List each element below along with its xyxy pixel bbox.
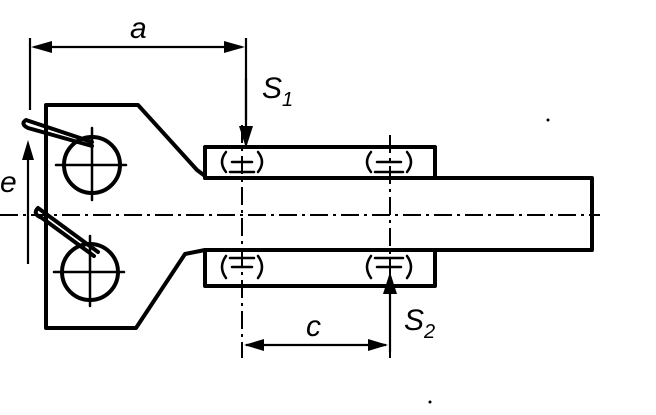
dimension-a-left-arrow (31, 41, 52, 53)
dimension-e-arrow (22, 140, 34, 160)
dimension-c-label: c (306, 310, 321, 343)
force-s1-arrow (239, 126, 253, 148)
upper-clamp-plate (203, 145, 437, 180)
force-s2-arrow (383, 272, 397, 294)
flange-plate (44, 103, 594, 330)
lower-wire-tie (33, 206, 100, 258)
dimension-a-label: a (130, 12, 147, 45)
force-s1-label: S1 (262, 72, 293, 111)
upper-wire-tie (21, 118, 94, 148)
lower-clamp-plate (203, 248, 437, 288)
speck (546, 118, 550, 122)
dimension-c-left-arrow (244, 339, 264, 351)
dimension-e-label: e (0, 166, 17, 199)
dimension-a-right-arrow (224, 41, 245, 53)
speck (428, 400, 432, 404)
dimension-c-right-arrow (368, 339, 388, 351)
force-s2-label: S2 (404, 304, 435, 343)
